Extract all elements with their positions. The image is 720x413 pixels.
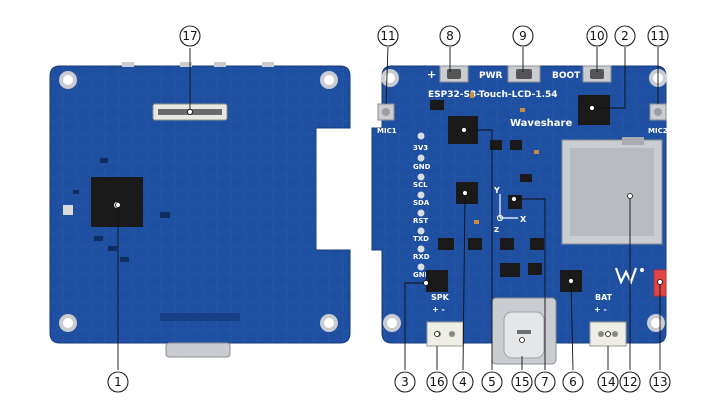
svg-text:2: 2 bbox=[621, 29, 629, 43]
bat-polarity: + - bbox=[594, 305, 607, 314]
svg-text:6: 6 bbox=[569, 375, 577, 389]
callout-12: 12 bbox=[619, 371, 641, 393]
boot-label: BOOT bbox=[552, 71, 581, 81]
callout-7: 7 bbox=[534, 371, 556, 393]
pin-label-txd: TXD bbox=[413, 235, 429, 243]
svg-text:17: 17 bbox=[182, 29, 197, 43]
svg-text:11: 11 bbox=[650, 29, 665, 43]
callout-9: 9 bbox=[512, 25, 534, 47]
mic1-label: MIC1 bbox=[377, 127, 397, 135]
svg-text:3: 3 bbox=[401, 375, 409, 389]
usb-c-port bbox=[491, 297, 557, 365]
pin-header: 3V3 GND SCL SDA RST TXD RXD GND bbox=[413, 132, 431, 279]
axis-z-label: Z bbox=[494, 226, 499, 234]
mic1 bbox=[377, 103, 395, 121]
pin-label-sda: SDA bbox=[413, 199, 430, 207]
pin-label-3v3: 3V3 bbox=[413, 144, 428, 152]
pin-label-rst: RST bbox=[413, 217, 428, 225]
callout-3: 3 bbox=[394, 371, 416, 393]
waveshare-logo-mark bbox=[614, 267, 644, 285]
callouts: 17 1 11 8 9 10 2 11 3 16 4 5 15 7 6 14 1… bbox=[107, 25, 671, 393]
button-left bbox=[439, 65, 469, 83]
callout-15: 15 bbox=[511, 371, 533, 393]
mic2 bbox=[649, 103, 667, 121]
callout-8: 8 bbox=[439, 25, 461, 47]
callout-6: 6 bbox=[562, 371, 584, 393]
axis-y-label: Y bbox=[493, 186, 500, 195]
pwr-button bbox=[507, 65, 541, 83]
spk-polarity: + - bbox=[432, 305, 445, 314]
left-board bbox=[49, 62, 351, 358]
pwr-label: PWR bbox=[479, 71, 503, 81]
svg-text:10: 10 bbox=[589, 29, 604, 43]
svg-text:12: 12 bbox=[622, 375, 637, 389]
axis-marker bbox=[496, 194, 518, 222]
mic2-label: MIC2 bbox=[648, 127, 668, 135]
svg-text:11: 11 bbox=[380, 29, 395, 43]
leader-dots bbox=[115, 105, 663, 343]
callout-16: 16 bbox=[426, 371, 448, 393]
svg-text:4: 4 bbox=[459, 375, 467, 389]
spk-connector bbox=[426, 321, 464, 347]
sd-card-slot bbox=[561, 137, 663, 245]
svg-text:9: 9 bbox=[519, 29, 527, 43]
svg-text:14: 14 bbox=[600, 375, 615, 389]
plus-label: + bbox=[427, 68, 436, 81]
board-name-label: ESP32-S3-Touch-LCD-1.54 bbox=[428, 90, 558, 100]
spk-label: SPK bbox=[431, 293, 450, 302]
callout-13: 13 bbox=[649, 371, 671, 393]
svg-text:1: 1 bbox=[114, 375, 122, 389]
pin-label-gnd-2: GND bbox=[413, 271, 431, 279]
boot-button bbox=[582, 65, 612, 83]
svg-text:7: 7 bbox=[541, 375, 549, 389]
callout-10: 10 bbox=[586, 25, 608, 47]
callout-17: 17 bbox=[179, 25, 201, 47]
svg-text:8: 8 bbox=[446, 29, 454, 43]
callout-4: 4 bbox=[452, 371, 474, 393]
callout-5: 5 bbox=[481, 371, 503, 393]
axis-x-label: X bbox=[520, 215, 527, 224]
svg-text:5: 5 bbox=[488, 375, 496, 389]
right-board: + PWR BOOT ESP32-S3-Touch-LCD-1.54 Waves… bbox=[371, 65, 668, 365]
flash-chip bbox=[91, 177, 143, 227]
audio-codec-chip bbox=[426, 270, 448, 292]
brand-label: Waveshare bbox=[510, 118, 572, 129]
callout-14: 14 bbox=[597, 371, 619, 393]
svg-text:16: 16 bbox=[429, 375, 444, 389]
callout-2: 2 bbox=[614, 25, 636, 47]
callout-11-right: 11 bbox=[647, 25, 669, 47]
leader-lines bbox=[117, 46, 661, 371]
bat-label: BAT bbox=[595, 293, 613, 302]
pin-label-rxd: RXD bbox=[413, 253, 430, 261]
callout-1: 1 bbox=[107, 371, 129, 393]
left-mounting-holes bbox=[59, 71, 338, 332]
svg-text:15: 15 bbox=[514, 375, 529, 389]
pin-label-scl: SCL bbox=[413, 181, 428, 189]
pin-label-gnd: GND bbox=[413, 163, 431, 171]
svg-text:13: 13 bbox=[652, 375, 667, 389]
callout-11-left: 11 bbox=[377, 25, 399, 47]
